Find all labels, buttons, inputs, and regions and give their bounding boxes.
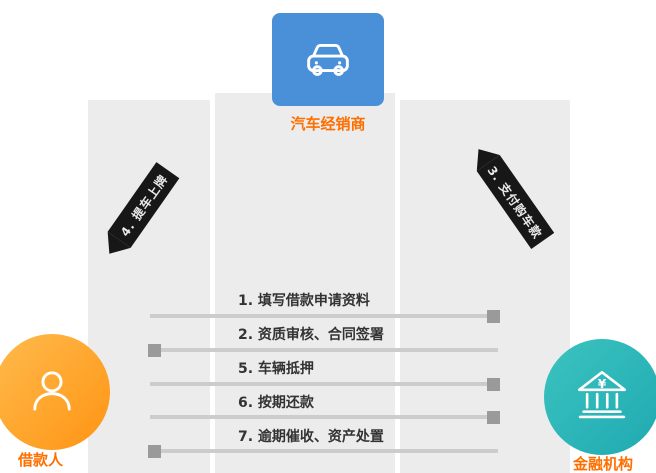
car-icon (297, 27, 359, 93)
bank-yen-icon: ¥ (574, 367, 630, 427)
dealer-label: 汽车经销商 (290, 115, 366, 133)
background-band-middle (215, 93, 395, 473)
person-icon (23, 361, 81, 423)
background-band-right (400, 100, 570, 473)
step-line-6 (150, 411, 500, 424)
svg-text:¥: ¥ (598, 377, 607, 391)
line-end-square (148, 344, 161, 357)
line-end-square (487, 310, 500, 323)
line-end-square (487, 378, 500, 391)
step-line-5 (150, 378, 500, 391)
step-label-7: 7. 逾期催收、资产处置 (238, 429, 384, 445)
background-band-left (88, 100, 210, 473)
institution-node: ¥ (544, 339, 656, 455)
line-end-square (148, 445, 161, 458)
line-end-square (487, 411, 500, 424)
borrower-node (0, 334, 110, 450)
step-line-1 (150, 310, 500, 323)
step-label-1: 1. 填写借款申请资料 (238, 293, 370, 309)
dealer-node (272, 13, 384, 106)
institution-label: 金融机构 (573, 455, 634, 473)
step-line-7 (148, 445, 498, 458)
step-label-5: 5. 车辆抵押 (238, 361, 314, 377)
step-label-6: 6. 按期还款 (238, 395, 314, 411)
borrower-label: 借款人 (18, 451, 64, 469)
step-line-2 (148, 344, 498, 357)
step-label-2: 2. 资质审核、合同签署 (238, 327, 384, 343)
